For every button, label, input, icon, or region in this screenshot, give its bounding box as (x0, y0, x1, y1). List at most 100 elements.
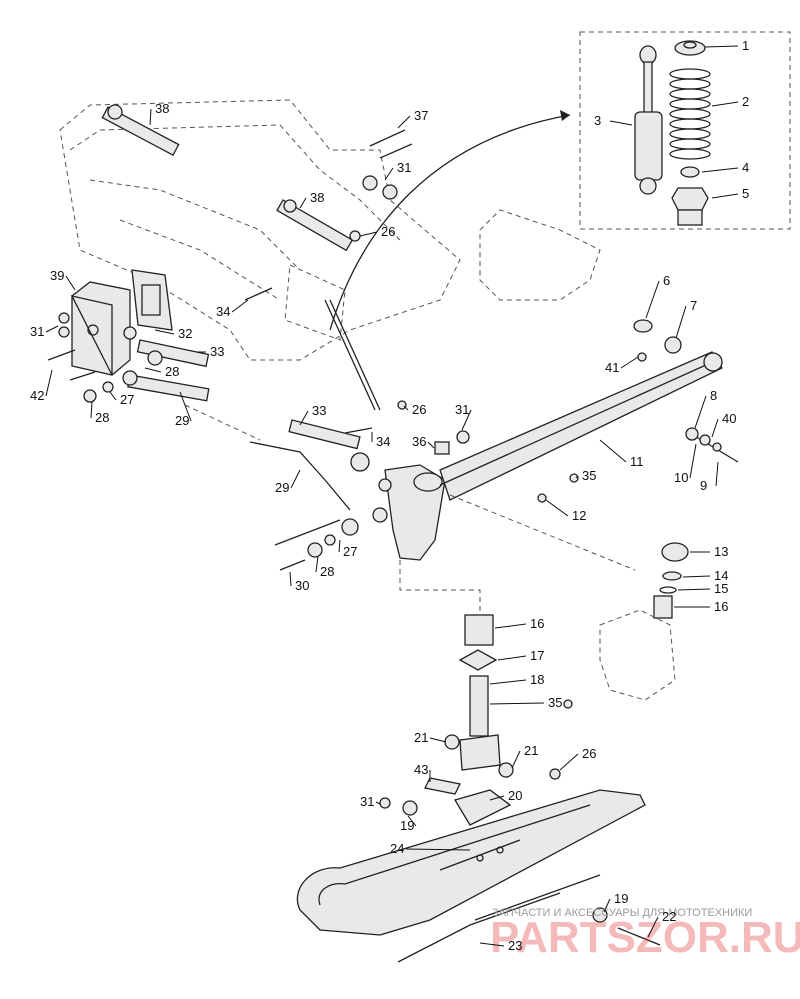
callout-number: 20 (508, 788, 522, 803)
callout-leader (677, 588, 711, 591)
shock-installed (284, 264, 381, 411)
spindle-housing (384, 464, 446, 561)
rod-end (703, 352, 723, 372)
callout-leader (711, 101, 739, 107)
callout-leader (315, 555, 319, 573)
inset-pointer-arrow (329, 114, 571, 331)
callout-leader (609, 120, 633, 126)
callout-leader (299, 197, 307, 209)
ring-15 (659, 586, 677, 594)
bolts-37 (369, 129, 413, 159)
callout-number: 34 (216, 304, 230, 319)
nuts-31-upper (362, 175, 398, 200)
callout-number: 15 (714, 581, 728, 596)
projection-line-spindle (399, 560, 481, 615)
callout-leader (682, 575, 711, 578)
bushing-28-left (122, 370, 138, 386)
callout-leader (338, 539, 341, 553)
callout-leader (65, 275, 76, 291)
bolt-42-a (47, 349, 76, 361)
callout-leader (375, 801, 381, 805)
trailing-link-29 (249, 441, 351, 511)
callout-leader (701, 167, 739, 173)
callout-number: 11 (630, 454, 644, 469)
callout-leader (489, 679, 527, 685)
callout-leader (704, 45, 739, 48)
callout-number: 5 (742, 186, 749, 201)
callout-number: 35 (548, 695, 562, 710)
callout-leader (90, 401, 93, 419)
callout-leader (231, 299, 249, 313)
callout-number: 39 (50, 268, 64, 283)
callout-number: 40 (722, 411, 736, 426)
callout-number: 3 (594, 113, 601, 128)
callout-number: 19 (400, 818, 414, 833)
bushing-32 (123, 326, 137, 340)
spindle-yoke (459, 734, 501, 771)
radius-rod-11 (439, 351, 723, 501)
callout-leader (45, 325, 59, 333)
clip-36 (434, 441, 450, 455)
washer-28-lower (307, 542, 323, 558)
callout-number: 28 (320, 564, 334, 579)
callout-number: 37 (414, 108, 428, 123)
callout-number: 4 (742, 160, 749, 175)
spring-adjuster (671, 187, 709, 226)
callout-leader (289, 571, 292, 587)
link-rod-33-lower (288, 419, 361, 450)
callout-leader (599, 439, 627, 463)
link-rod-33-upper (136, 339, 210, 368)
callout-number: 32 (178, 326, 192, 341)
nut-26-ski (549, 768, 561, 780)
bushing-lower (350, 452, 370, 472)
frame-outline (59, 99, 601, 361)
callout-number: 43 (414, 762, 428, 777)
bushing-27-lower (341, 518, 359, 536)
callout-leader (675, 305, 687, 339)
bushing-28-upper (147, 350, 163, 366)
callout-number: 12 (572, 508, 586, 523)
callout-number: 13 (714, 544, 728, 559)
callout-number: 17 (530, 648, 544, 663)
nut-31-right (456, 430, 470, 444)
bushing-27-left (102, 381, 114, 393)
callout-number: 30 (295, 578, 309, 593)
callout-leader (694, 395, 707, 429)
callout-number: 26 (412, 402, 426, 417)
callout-number: 27 (120, 392, 134, 407)
spacer-knuckle (378, 478, 392, 492)
callout-number: 9 (700, 478, 707, 493)
callout-number: 26 (381, 224, 395, 239)
callout-labels: 1234567840109411135121314151616171835212… (30, 38, 749, 953)
callout-leader (715, 461, 719, 487)
callout-number: 8 (710, 388, 717, 403)
callout-leader (489, 795, 505, 801)
callout-number: 33 (312, 403, 326, 418)
projection-line-right (449, 494, 636, 571)
callout-number: 7 (690, 298, 697, 313)
callout-number: 24 (390, 841, 404, 856)
callout-number: 27 (343, 544, 357, 559)
callout-number: 33 (210, 344, 224, 359)
callout-leader (620, 356, 639, 369)
callout-leader (427, 441, 435, 449)
spring-upper-cap (674, 40, 706, 56)
callout-number: 16 (530, 616, 544, 631)
callout-number: 36 (412, 434, 426, 449)
callout-leader (397, 115, 411, 129)
callout-leader (109, 391, 117, 401)
callout-leader (575, 475, 579, 479)
watermark-subtitle: ЗАПЧАСТИ И АКСЕССУАРЫ ДЛЯ МОТОТЕХНИКИ (492, 907, 752, 919)
housing-detail (599, 609, 676, 701)
callout-leader (645, 280, 660, 319)
callout-leader (299, 410, 309, 426)
callout-number: 21 (524, 743, 538, 758)
callout-number: 31 (455, 402, 469, 417)
callout-leader (144, 367, 162, 373)
callout-number: 14 (714, 568, 728, 583)
plate-43 (424, 777, 461, 795)
callout-number: 23 (508, 938, 522, 953)
shock-detail-inset (579, 31, 791, 230)
